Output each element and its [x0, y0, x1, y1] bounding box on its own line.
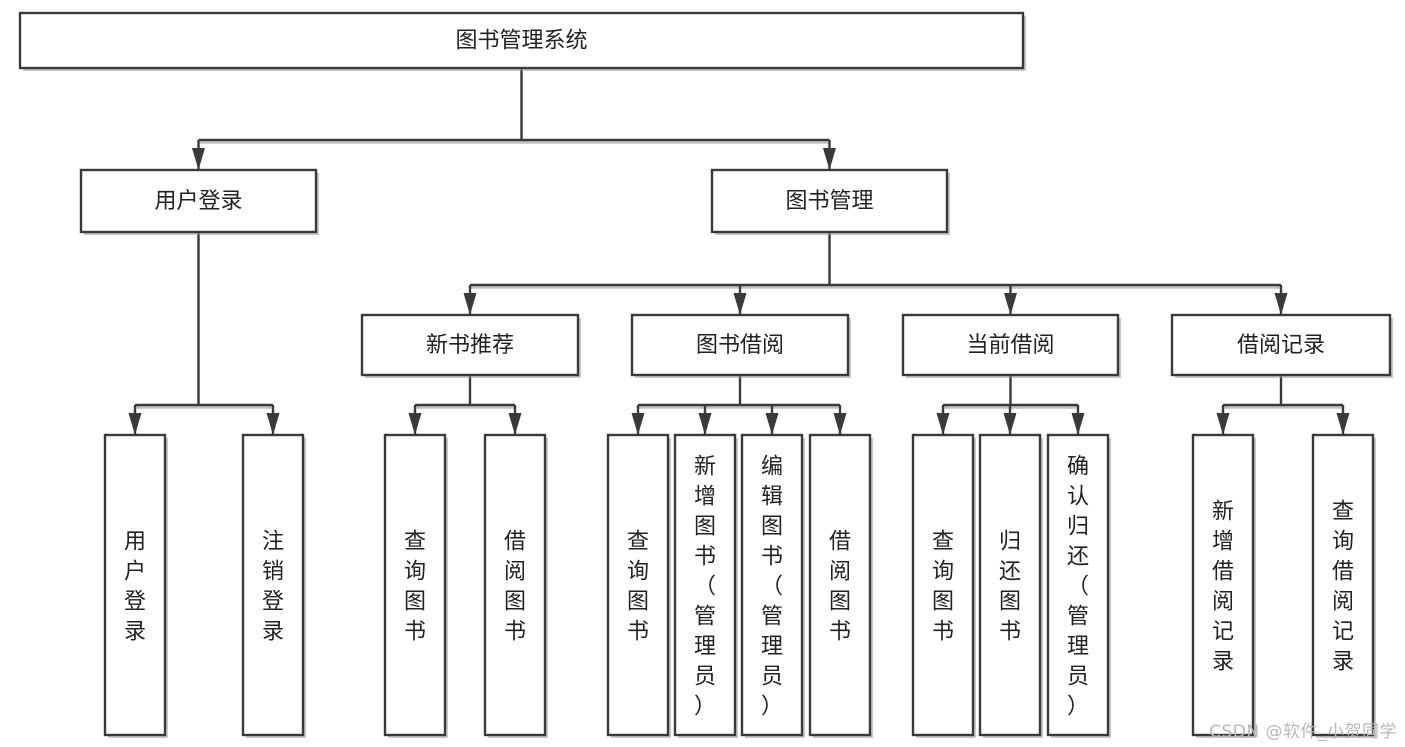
- node-label: 当前借阅: [966, 333, 1054, 358]
- node-l3-book-borrow[interactable]: 图书借阅: [630, 313, 851, 378]
- node-box[interactable]: [740, 433, 804, 737]
- node-box[interactable]: [79, 168, 318, 234]
- node-label: 图书借阅: [696, 333, 784, 358]
- node-label: 查询借阅记录: [1332, 499, 1354, 674]
- node-label: 查询图书: [404, 529, 426, 644]
- node-label: 借阅图书: [829, 529, 851, 644]
- node-box[interactable]: [1170, 313, 1392, 377]
- node-leaf-query-book-3[interactable]: 查询图书: [911, 433, 976, 738]
- node-label: 编辑图书（管理员）: [761, 454, 783, 719]
- node-label: 确认归还（管理员）: [1067, 454, 1089, 719]
- node-leaf-add-record[interactable]: 新增借阅记录: [1191, 433, 1256, 738]
- node-box[interactable]: [103, 433, 167, 737]
- node-label: 新书推荐: [426, 333, 514, 358]
- node-leaf-user-login[interactable]: 用户登录: [103, 433, 168, 738]
- node-leaf-query-record[interactable]: 查询借阅记录: [1311, 433, 1376, 738]
- node-label: 注销登录: [262, 529, 284, 644]
- node-box[interactable]: [1046, 433, 1110, 737]
- node-box[interactable]: [673, 433, 737, 737]
- node-box[interactable]: [1191, 433, 1255, 737]
- node-l3-current-borrow[interactable]: 当前借阅: [901, 313, 1121, 378]
- node-box[interactable]: [1311, 433, 1375, 737]
- nodes-layer: 图书管理系统用户登录图书管理新书推荐图书借阅当前借阅借阅记录用户登录注销登录查询…: [18, 11, 1393, 738]
- node-l2-user-login[interactable]: 用户登录: [79, 168, 319, 235]
- node-box[interactable]: [630, 313, 850, 377]
- node-leaf-query-book-2[interactable]: 查询图书: [606, 433, 671, 738]
- node-label: 用户登录: [154, 189, 242, 214]
- node-leaf-borrow-book-2[interactable]: 借阅图书: [808, 433, 873, 738]
- edges-layer: [128, 68, 1350, 435]
- node-box[interactable]: [710, 168, 949, 234]
- node-box[interactable]: [901, 313, 1120, 377]
- node-label: 新增图书（管理员）: [694, 454, 716, 719]
- node-leaf-edit-book[interactable]: 编辑图书（管理员）: [740, 433, 805, 738]
- node-leaf-return-book[interactable]: 归还图书: [978, 433, 1043, 738]
- node-box[interactable]: [360, 313, 580, 377]
- node-label: 查询图书: [627, 529, 649, 644]
- node-box[interactable]: [606, 433, 670, 737]
- node-label: 用户登录: [124, 529, 146, 644]
- node-label: 借阅记录: [1237, 333, 1325, 358]
- node-l3-borrow-record[interactable]: 借阅记录: [1170, 313, 1393, 378]
- node-box[interactable]: [978, 433, 1042, 737]
- node-leaf-confirm-return[interactable]: 确认归还（管理员）: [1046, 433, 1111, 738]
- node-box[interactable]: [383, 433, 447, 737]
- node-leaf-add-book[interactable]: 新增图书（管理员）: [673, 433, 738, 738]
- node-label: 图书管理系统: [455, 29, 587, 54]
- node-box[interactable]: [483, 433, 547, 737]
- node-label: 查询图书: [932, 529, 954, 644]
- node-box[interactable]: [241, 433, 305, 737]
- node-leaf-query-book-1[interactable]: 查询图书: [383, 433, 448, 738]
- node-label: 借阅图书: [504, 529, 526, 644]
- node-leaf-borrow-book-1[interactable]: 借阅图书: [483, 433, 548, 738]
- node-label: 图书管理: [785, 189, 873, 214]
- node-label: 新增借阅记录: [1212, 499, 1234, 674]
- node-root[interactable]: 图书管理系统: [18, 11, 1026, 71]
- node-box[interactable]: [808, 433, 872, 737]
- node-box[interactable]: [18, 11, 1025, 70]
- node-leaf-logout[interactable]: 注销登录: [241, 433, 306, 738]
- node-label: 归还图书: [999, 529, 1021, 644]
- node-box[interactable]: [911, 433, 975, 737]
- node-l3-new-book-rec[interactable]: 新书推荐: [360, 313, 581, 378]
- node-l2-book-manage[interactable]: 图书管理: [710, 168, 950, 235]
